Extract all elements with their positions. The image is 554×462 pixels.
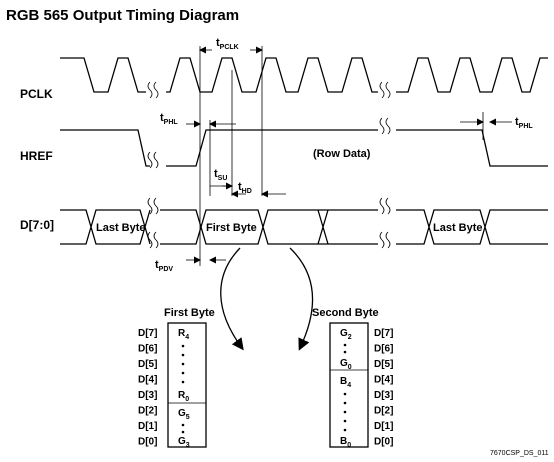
svg-text:tHD: tHD [238, 181, 252, 195]
second-byte-bit-label: D[3] [374, 390, 393, 401]
second-byte-b0: B0 [340, 436, 351, 449]
first-byte-bit-label: D[1] [138, 421, 157, 432]
svg-text:tPHL: tPHL [160, 112, 178, 126]
second-byte-bit-labels: D[7] D[6] D[5] D[4] D[3] D[2] D[1] D[0] [374, 328, 393, 448]
second-byte-g0: G0 [340, 358, 352, 371]
second-byte-b4: B4 [340, 376, 351, 389]
second-byte-box: Second Byte G2 G0 B4 B0 [312, 307, 379, 449]
last-byte-left-label: Last Byte [96, 222, 146, 234]
first-byte-bit-label: D[2] [138, 406, 157, 417]
second-byte-bit-label: D[0] [374, 437, 393, 448]
timing-reference-lines [199, 46, 484, 266]
row-data-label: (Row Data) [313, 148, 371, 160]
first-byte-bit-label: D[6] [138, 344, 157, 355]
first-byte-box: First Byte R4 R0 G5 G3 [164, 307, 215, 449]
second-byte-dots-b [343, 392, 347, 432]
signal-label-href: HREF [20, 149, 53, 163]
first-byte-g3: G3 [178, 436, 190, 449]
t-su-annotation: tSU [210, 168, 233, 190]
first-byte-g5: G5 [178, 408, 190, 421]
data-bus-waveform [60, 209, 548, 245]
signal-label-pclk: PCLK [20, 87, 53, 101]
first-byte-bit-labels: D[7] D[6] D[5] D[4] D[3] D[2] D[1] D[0] [138, 328, 157, 448]
first-byte-bit-label: D[7] [138, 328, 157, 339]
t-phl-right-annotation: tPHL [460, 116, 533, 130]
second-byte-bit-label: D[7] [374, 328, 393, 339]
svg-text:tSU: tSU [214, 168, 227, 182]
last-byte-right-label: Last Byte [433, 222, 483, 234]
first-byte-label: First Byte [206, 222, 257, 234]
second-byte-bit-label: D[5] [374, 359, 393, 370]
first-byte-bit-label: D[4] [138, 375, 157, 386]
figure-code: 7670CSP_DS_011 [490, 450, 549, 457]
second-byte-dots-g [343, 343, 347, 354]
svg-text:tPCLK: tPCLK [216, 37, 239, 51]
first-byte-title: First Byte [164, 307, 215, 319]
t-phl-left-annotation: tPHL [160, 112, 236, 128]
svg-text:tPHL: tPHL [515, 116, 533, 130]
t-hd-annotation: tHD [231, 181, 286, 198]
diagram-title: RGB 565 Output Timing Diagram [6, 7, 239, 24]
break-markers [147, 81, 391, 249]
second-byte-arrow [289, 247, 314, 351]
second-byte-bit-label: D[2] [374, 406, 393, 417]
first-byte-dots-g [181, 423, 185, 434]
first-byte-r0: R0 [178, 390, 189, 403]
first-byte-bit-label: D[5] [138, 359, 157, 370]
href-waveform [60, 129, 548, 167]
first-byte-bit-label: D[0] [138, 437, 157, 448]
second-byte-bit-label: D[1] [374, 421, 393, 432]
second-byte-bit-label: D[6] [374, 344, 393, 355]
first-byte-r4: R4 [178, 328, 189, 341]
t-pdv-annotation: tPDV [155, 256, 226, 273]
signal-label-data: D[7:0] [20, 218, 54, 232]
second-byte-title: Second Byte [312, 307, 379, 319]
second-byte-bit-label: D[4] [374, 375, 393, 386]
svg-text:tPDV: tPDV [155, 259, 173, 273]
pclk-waveform [60, 57, 548, 93]
t-pclk-annotation: tPCLK [199, 37, 263, 54]
first-byte-bit-label: D[3] [138, 390, 157, 401]
first-byte-dots-r [181, 344, 185, 384]
first-byte-arrow [220, 247, 244, 351]
second-byte-g2: G2 [340, 328, 352, 341]
